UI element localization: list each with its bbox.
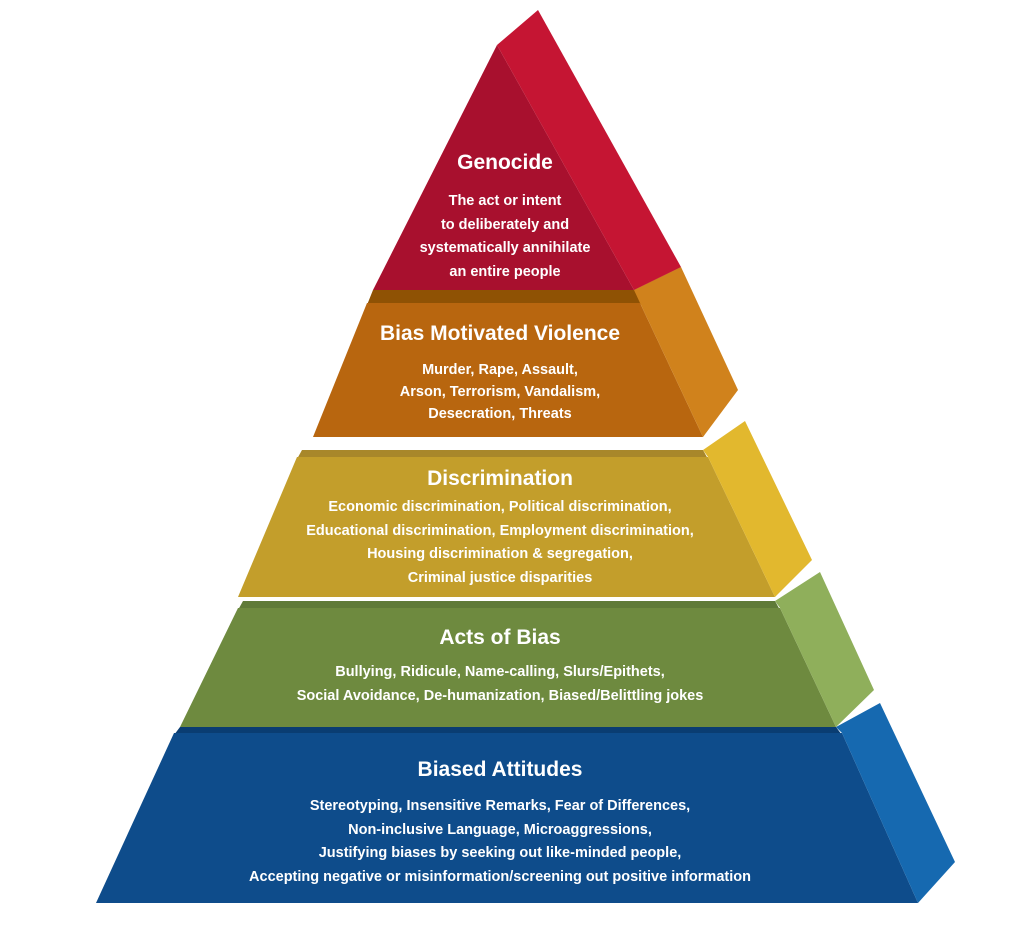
tier-genocide-side <box>497 10 681 290</box>
tier-acts-of-bias-line-1: Bullying, Ridicule, Name-calling, Slurs/… <box>335 664 665 680</box>
tier-biased-attitudes-front <box>96 733 918 903</box>
tier-discrimination-front <box>238 457 775 597</box>
tier-discrimination-top <box>297 450 708 459</box>
tier-genocide-line-2: to deliberately and <box>440 216 570 233</box>
tier-violence-side <box>634 267 738 437</box>
tier-genocide-title: Genocide <box>457 151 553 174</box>
tier-biased-attitudes-title: Biased Attitudes <box>417 758 583 781</box>
tier-genocide-line-1: The act or intent <box>448 193 562 209</box>
tier-violence-text: Bias Motivated Violence Murder, Rape, As… <box>320 321 680 425</box>
tier-acts-of-bias-top <box>238 601 780 610</box>
tier-discrimination-text: Discrimination Economic discrimination, … <box>250 466 750 590</box>
tier-biased-attitudes-text: Biased Attitudes Stereotyping, Insensiti… <box>180 757 820 889</box>
tier-discrimination-side <box>703 421 812 597</box>
tier-discrimination-line-4: Criminal justice disparities <box>407 569 593 586</box>
tier-biased-attitudes-line-3: Justifying biases by seeking out like-mi… <box>318 845 682 861</box>
tier-discrimination-line-1: Economic discrimination, Political discr… <box>328 499 672 515</box>
tier-genocide-front <box>373 45 634 290</box>
tier-discrimination-title: Discrimination <box>427 467 573 490</box>
tier-biased-attitudes-line-4: Accepting negative or misinformation/scr… <box>249 868 751 885</box>
tier-acts-of-bias-side <box>775 572 874 727</box>
tier-genocide-text: Genocide The act or intent to deliberate… <box>380 150 630 284</box>
tier-genocide-line-4: an entire people <box>449 263 561 280</box>
tier-violence-line-2: Arson, Terrorism, Vandalism, <box>399 384 601 400</box>
tier-biased-attitudes-line-2: Non-inclusive Language, Microaggressions… <box>348 821 652 838</box>
tier-biased-attitudes-side <box>836 703 955 903</box>
tier-violence-line-1: Murder, Rape, Assault, <box>422 362 578 378</box>
tier-acts-of-bias-title: Acts of Bias <box>439 626 561 649</box>
tier-discrimination <box>238 421 812 597</box>
tier-violence-top <box>367 267 681 305</box>
tier-discrimination-line-3: Housing discrimination & segregation, <box>367 546 633 562</box>
tier-acts-of-bias <box>180 572 874 727</box>
tier-genocide-line-3: systematically annihilate <box>419 240 591 256</box>
tier-violence-line-3: Desecration, Threats <box>428 406 572 422</box>
tier-violence-title: Bias Motivated Violence <box>379 322 621 345</box>
tier-biased-attitudes <box>96 703 955 903</box>
tier-acts-of-bias-text: Acts of Bias Bullying, Ridicule, Name-ca… <box>230 625 770 708</box>
tier-genocide <box>373 10 681 290</box>
tier-violence-front <box>313 303 703 437</box>
tier-bias-motivated-violence <box>313 267 738 437</box>
tier-acts-of-bias-line-2: Social Avoidance, De-humanization, Biase… <box>296 687 704 704</box>
tier-biased-attitudes-line-1: Stereotyping, Insensitive Remarks, Fear … <box>309 798 691 814</box>
tier-discrimination-line-2: Educational discrimination, Employment d… <box>306 522 694 539</box>
tier-acts-of-bias-front <box>180 608 836 727</box>
